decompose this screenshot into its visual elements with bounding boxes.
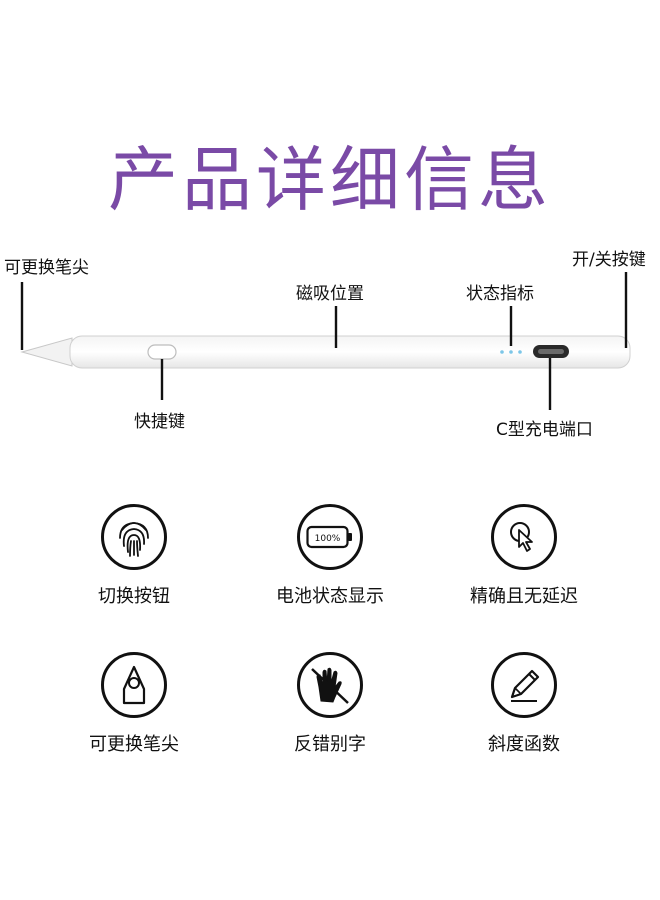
shortcut-button [147, 344, 177, 360]
battery-icon: 100% [297, 504, 363, 570]
cursor-click-icon [491, 504, 557, 570]
stylus-tip [20, 337, 73, 367]
page-title: 产品详细信息 [108, 139, 552, 221]
feature-label: 斜度函数 [488, 734, 560, 755]
glove-icon [297, 652, 363, 718]
feature-label: 可更换笔尖 [89, 734, 179, 755]
status-dot [509, 350, 513, 354]
feature-label: 切换按钮 [98, 586, 170, 607]
feature-label: 电池状态显示 [276, 586, 384, 607]
fingerprint-icon [101, 504, 167, 570]
tilt-pencil-icon [491, 652, 557, 718]
stylus-body [69, 335, 631, 369]
label-power-button: 开/关按键 [572, 250, 646, 270]
label-status-indicator: 状态指标 [466, 284, 534, 304]
feature-anti-typo: 反错别字 [230, 652, 430, 756]
feature-label: 反错别字 [294, 734, 366, 755]
label-magnetic-position: 磁吸位置 [296, 284, 364, 304]
feature-replaceable-tip: 可更换笔尖 [34, 652, 234, 756]
label-usb-c-port: C型充电端口 [496, 420, 593, 440]
label-replaceable-tip: 可更换笔尖 [4, 258, 89, 278]
feature-battery-status: 100% 电池状态显示 [230, 504, 430, 608]
label-shortcut-key: 快捷键 [134, 412, 185, 432]
feature-tilt-function: 斜度函数 [424, 652, 624, 756]
feature-label: 精确且无延迟 [470, 586, 578, 607]
feature-switch-button: 切换按钮 [34, 504, 234, 608]
battery-percent-text: 100% [315, 534, 341, 544]
pen-tip-icon [101, 652, 167, 718]
status-dot [518, 350, 522, 354]
status-dot [500, 350, 504, 354]
feature-precise-no-latency: 精确且无延迟 [424, 504, 624, 608]
